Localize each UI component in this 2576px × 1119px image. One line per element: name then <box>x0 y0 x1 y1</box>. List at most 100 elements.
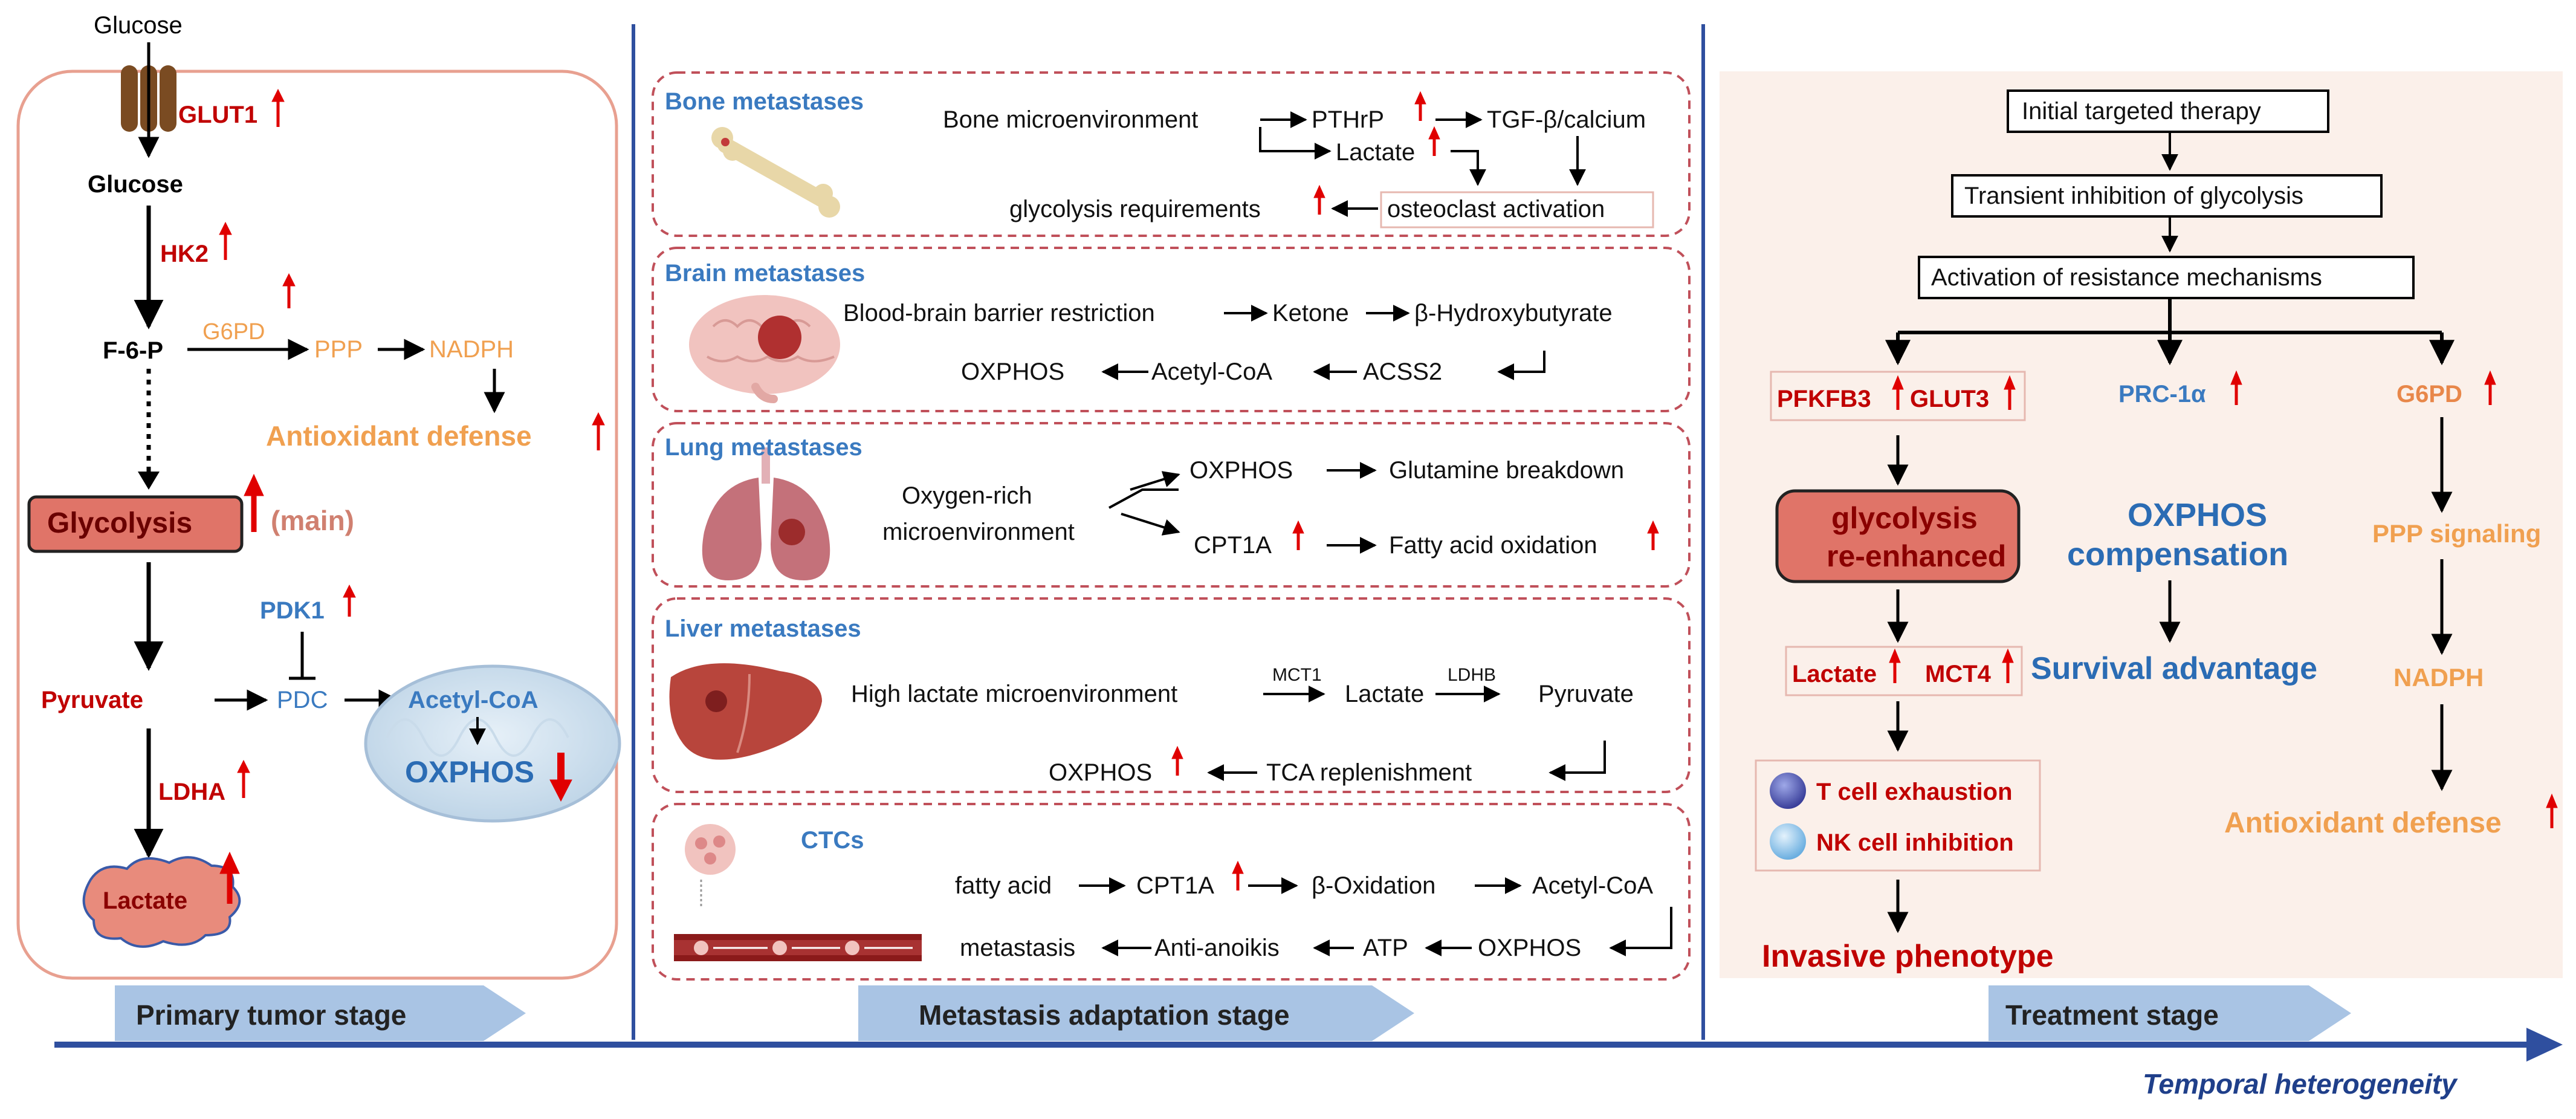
ldha-label: LDHA <box>158 779 226 805</box>
up-arrows-treatment <box>1889 370 2558 828</box>
up-arrows-primary <box>219 88 605 904</box>
oxphos-comp-label-2: compensation <box>2067 536 2289 572</box>
lung-icon <box>702 447 830 580</box>
bone-pthrp: PTHrP <box>1312 106 1384 133</box>
primary-stage-arrow <box>115 985 526 1041</box>
brain-oxphos: OXPHOS <box>961 358 1065 385</box>
brain-title: Brain metastases <box>665 260 866 287</box>
ctc-acetyl: Acetyl-CoA <box>1532 872 1654 899</box>
bone-osteo: osteoclast activation <box>1387 196 1605 222</box>
ctc-atp: ATP <box>1363 935 1408 961</box>
lung-title: Lung metastases <box>665 434 862 461</box>
nadph-treatment-label: NADPH <box>2393 663 2484 692</box>
ctc-box <box>652 803 1691 981</box>
bone-box <box>652 71 1691 237</box>
ctc-anoikis: Anti-anoikis <box>1154 935 1280 961</box>
pfkfb3-label: PFKFB3 <box>1777 386 1871 412</box>
activation-text: Activation of resistance mechanisms <box>1931 264 2322 291</box>
glut1-label: GLUT1 <box>178 102 258 128</box>
ctc-box: β-Oxidation <box>1312 872 1436 899</box>
ctc-title: CTCs <box>801 827 864 854</box>
timeline-arrowhead <box>2526 1028 2563 1062</box>
activation-box <box>1918 256 2415 299</box>
ppp-signaling-label: PPP signaling <box>2372 519 2542 548</box>
bone-title: Bone metastases <box>665 88 864 115</box>
glycolysis-box <box>27 495 244 553</box>
initial-therapy-box <box>2007 89 2329 133</box>
oxphos-comp-label-1: OXPHOS <box>2128 497 2268 533</box>
lung-glut: Glutamine breakdown <box>1389 457 1625 484</box>
treatment-stage-label: Treatment stage <box>2005 999 2219 1031</box>
g6pd-treatment-label: G6PD <box>2396 381 2462 407</box>
brain-ketone: Ketone <box>1272 300 1349 326</box>
liver-icon <box>669 663 822 760</box>
lung-box <box>652 422 1691 588</box>
liver-ldhb: LDHB <box>1448 665 1497 685</box>
f6p-label: F-6-P <box>103 337 163 364</box>
brain-acss2: ACSS2 <box>1363 358 1443 385</box>
invasive-label: Invasive phenotype <box>1762 939 2054 974</box>
lung-fao: Fatty acid oxidation <box>1389 532 1597 559</box>
antioxidant-treatment-label: Antioxidant defense <box>2224 807 2502 839</box>
metastasis-stage-label: Metastasis adaptation stage <box>919 999 1290 1031</box>
t-cell-icon <box>1770 773 1806 809</box>
glucose-top-label: Glucose <box>94 12 183 39</box>
glycolysis-re-label-1: glycolysis <box>1831 501 1978 535</box>
g6pd-label: G6PD <box>202 319 265 345</box>
lung-oxphos: OXPHOS <box>1189 457 1293 484</box>
survival-label: Survival advantage <box>2031 651 2317 686</box>
brain-bhb: β-Hydroxybutyrate <box>1414 300 1613 326</box>
bone-micro: Bone microenvironment <box>943 106 1199 133</box>
bone-tgf: TGF-β/calcium <box>1487 106 1646 133</box>
pdc-label: PDC <box>277 687 328 713</box>
transient-text: Transient inhibition of glycolysis <box>1964 183 2303 209</box>
nadph-label: NADPH <box>429 336 514 363</box>
bone-icon <box>711 127 840 218</box>
glycolysis-label: Glycolysis <box>47 507 193 539</box>
mct4-label: MCT4 <box>1925 661 1991 687</box>
liver-mct1: MCT1 <box>1272 665 1322 685</box>
brain-bbb: Blood-brain barrier restriction <box>843 300 1155 326</box>
up-arrows-metastasis <box>1171 91 1659 890</box>
nk-cell-label: NK cell inhibition <box>1816 829 2014 856</box>
glucose-label: Glucose <box>88 171 183 198</box>
primary-stage-label: Primary tumor stage <box>136 999 407 1031</box>
treatment-stage-arrow <box>1989 985 2351 1041</box>
oxphos-label: OXPHOS <box>405 755 534 789</box>
glycolysis-re-label-2: re-enhanced <box>1827 539 2007 573</box>
brain-icon <box>689 295 840 403</box>
ctc-icon <box>674 824 922 961</box>
main-label: (main) <box>271 505 354 536</box>
timeline-label: Temporal heterogeneity <box>2143 1068 2457 1100</box>
lactate-label: Lactate <box>103 887 188 914</box>
lung-oxy1: Oxygen-rich <box>902 482 1032 509</box>
antioxidant-label: Antioxidant defense <box>266 420 532 452</box>
lactate-treatment-label: Lactate <box>1792 661 1877 687</box>
liver-title: Liver metastases <box>665 615 861 642</box>
liver-pyruvate: Pyruvate <box>1538 681 1634 707</box>
transient-box <box>1951 174 2383 218</box>
acetyl-coa-label: Acetyl-CoA <box>408 687 539 713</box>
liver-box <box>652 597 1691 793</box>
t-cell-label: T cell exhaustion <box>1816 779 2013 805</box>
prc-label: PRC-1α <box>2118 381 2206 407</box>
lung-oxy2: microenvironment <box>882 519 1075 545</box>
liver-oxphos: OXPHOS <box>1049 759 1153 786</box>
brain-acetyl: Acetyl-CoA <box>1151 358 1273 385</box>
initial-therapy-text: Initial targeted therapy <box>2022 98 2261 125</box>
ctc-cpt1a: CPT1A <box>1136 872 1214 899</box>
metastasis-stage-arrow <box>858 985 1414 1041</box>
brain-box <box>652 247 1691 412</box>
bone-lactate: Lactate <box>1336 139 1416 166</box>
ppp-label: PPP <box>314 336 363 363</box>
pyruvate-label: Pyruvate <box>41 687 143 713</box>
ctc-fatty: fatty acid <box>955 872 1052 899</box>
glycolysis-reenhanced-box <box>1775 489 2021 583</box>
bone-glyreq: glycolysis requirements <box>1009 196 1261 222</box>
ctc-metastasis: metastasis <box>960 935 1076 961</box>
liver-tca: TCA replenishment <box>1266 759 1472 786</box>
glut3-label: GLUT3 <box>1910 386 1990 412</box>
lactate-blob-icon <box>82 856 241 948</box>
ctc-oxphos: OXPHOS <box>1478 935 1582 961</box>
